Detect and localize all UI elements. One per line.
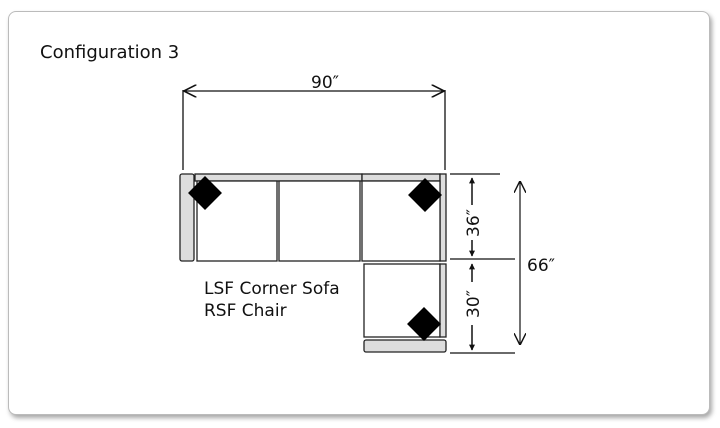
chair-arm [363, 339, 447, 353]
left-arm [179, 173, 195, 262]
width-dimension [182, 90, 446, 170]
total-depth-label: 66″ [527, 256, 555, 276]
depth-dimensions [450, 173, 520, 354]
chair-depth-label: 30″ [464, 290, 484, 318]
back [194, 173, 363, 182]
width-label: 90″ [311, 73, 339, 93]
pillow-icons [188, 176, 442, 341]
sofa-label: LSF Corner Sofa [204, 279, 340, 299]
sofa-depth-label: 36″ [464, 209, 484, 237]
sofa [179, 173, 447, 353]
configuration-title: Configuration 3 [40, 42, 180, 63]
chair-label: RSF Chair [204, 301, 287, 321]
seat-2 [278, 180, 361, 262]
right-arm [439, 173, 447, 262]
